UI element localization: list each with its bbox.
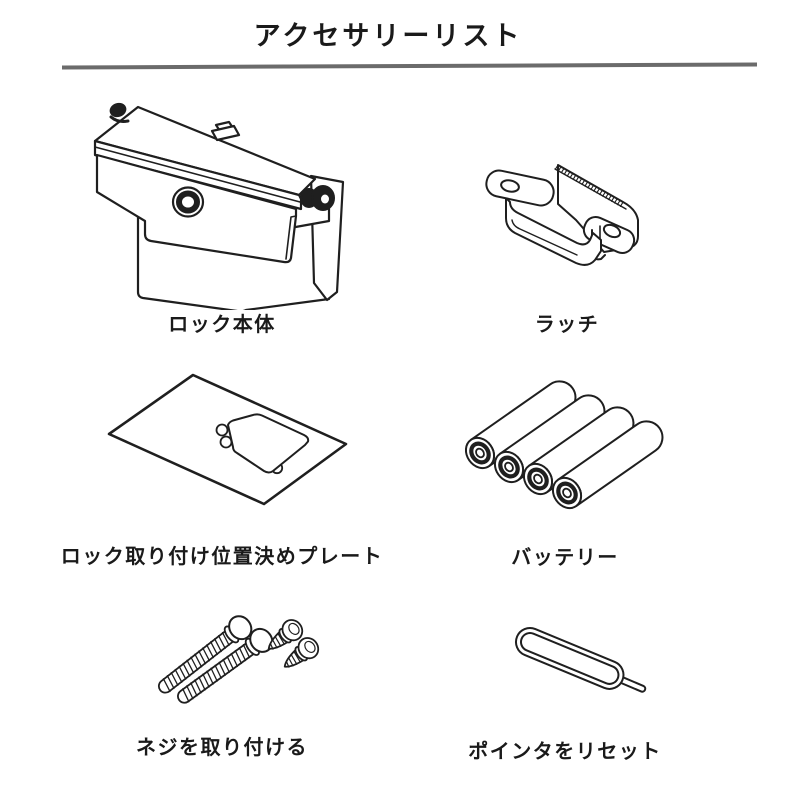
item-label-latch: ラッチ: [534, 312, 600, 336]
item-label-batteries: バッテリー: [511, 545, 619, 569]
accessory-item-latch: [480, 160, 650, 280]
latch-illustration: [485, 164, 639, 266]
reset-pin-illustration: [515, 627, 647, 693]
page-title: アクセサリーリスト: [253, 21, 523, 52]
accessory-item-screws: [130, 608, 320, 718]
lock-body-illustration: [93, 102, 345, 310]
item-label-reset-pin: ポインタをリセット: [468, 739, 662, 763]
accessory-item-reset-pin: [500, 615, 650, 705]
accessory-item-lock-body: [85, 95, 355, 310]
screws-illustration: [157, 615, 320, 704]
accessory-item-positioning-plate: [105, 372, 350, 507]
item-label-screws: ネジを取り付ける: [136, 735, 308, 759]
item-label-positioning-plate: ロック取り付け位置決めプレート: [60, 544, 384, 568]
batteries-illustration: [464, 380, 664, 510]
positioning-plate-illustration: [107, 373, 348, 506]
title-divider-rule: [61, 62, 758, 70]
item-label-lock-body: ロック本体: [168, 312, 276, 336]
accessory-item-batteries: [455, 375, 685, 525]
